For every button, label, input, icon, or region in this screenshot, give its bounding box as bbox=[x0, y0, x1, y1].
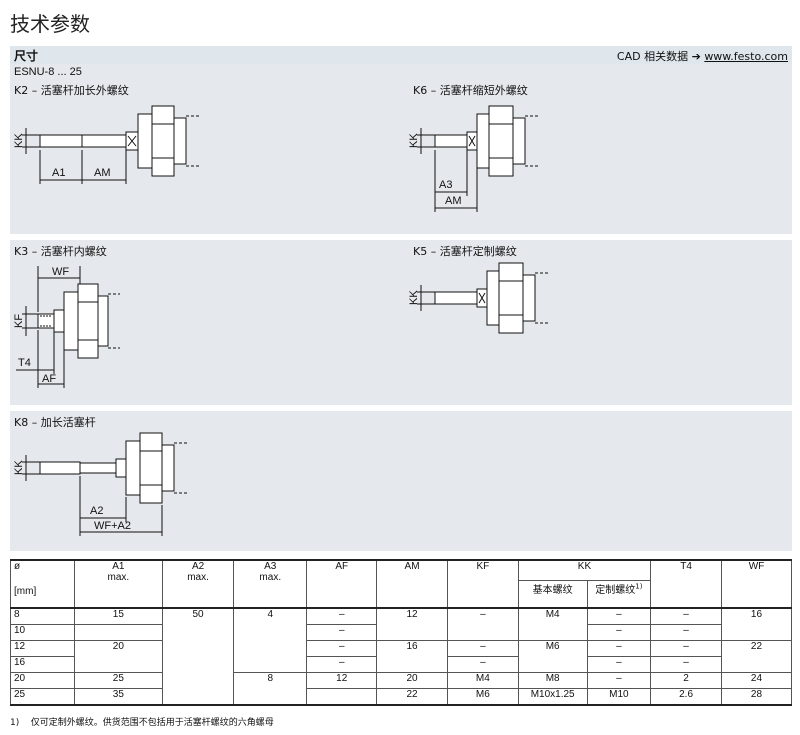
header-t4: T4 bbox=[650, 559, 722, 609]
dim-label-kk: KK bbox=[13, 133, 25, 148]
table-row: 25 35 22 M6 M10x1.25 M10 2.6 28 bbox=[10, 688, 793, 706]
dim-label-kf: KF bbox=[13, 314, 25, 328]
drawing-k2: KK A1 AM bbox=[13, 105, 200, 184]
drawing-k8: KK A2 WF+A2 bbox=[13, 432, 188, 536]
arrow-right-icon: ➔ bbox=[691, 50, 701, 63]
dim-label-am: AM bbox=[94, 167, 111, 179]
header-kk-basic: 基本螺纹 bbox=[517, 580, 588, 609]
header-am: AM bbox=[376, 559, 448, 609]
drawing-k5: KK bbox=[408, 262, 549, 334]
dim-label-am: AM bbox=[445, 195, 462, 207]
table-row: 8 15 50 4 – 12 – M4 – – 16 bbox=[10, 607, 793, 706]
header-af: AF bbox=[306, 559, 378, 609]
table-row: 10 – – – bbox=[10, 624, 792, 641]
section-title: 尺寸 bbox=[14, 49, 39, 63]
page-title: 技术参数 bbox=[10, 12, 90, 36]
variant-label-k5: K5 – 活塞杆定制螺纹 bbox=[413, 245, 517, 258]
dim-label-wf: WF bbox=[52, 266, 69, 278]
dim-label-kk: KK bbox=[13, 460, 25, 475]
drawing-k3: WF KF T4 AF bbox=[13, 266, 120, 388]
variant-label-k8: K8 – 加长活塞杆 bbox=[14, 416, 96, 429]
cad-url-link[interactable]: www.festo.com bbox=[704, 50, 788, 63]
dim-label-a2: A2 bbox=[90, 505, 103, 517]
dim-label-t4: T4 bbox=[18, 357, 31, 369]
dim-label-af: AF bbox=[42, 373, 56, 385]
section-header-bar bbox=[10, 46, 792, 64]
cad-link[interactable]: CAD 相关数据 ➔ www.festo.com bbox=[617, 48, 788, 64]
table-row: 16 – – – – bbox=[10, 656, 792, 673]
header-kk: KK bbox=[517, 559, 652, 582]
drawing-k6: KK A3 AM bbox=[408, 105, 539, 212]
header-wf: WF bbox=[720, 559, 793, 609]
dim-label-a3: A3 bbox=[439, 179, 452, 191]
dim-label-kk: KK bbox=[408, 133, 420, 148]
header-diameter: ø[mm] bbox=[10, 559, 75, 609]
dim-label-kk: KK bbox=[408, 290, 420, 305]
table-row: 12 20 – 16 – M6 – – 22 bbox=[10, 640, 793, 673]
footnote-marker: 1) bbox=[10, 718, 20, 728]
cad-label: CAD 相关数据 bbox=[616, 50, 689, 63]
variant-label-k3: K3 – 活塞杆内螺纹 bbox=[14, 245, 107, 258]
header-kk-custom: 定制螺纹1) bbox=[586, 580, 652, 609]
variant-label-k6: K6 – 活塞杆缩短外螺纹 bbox=[413, 84, 528, 97]
model-range: ESNU-8 ... 25 bbox=[14, 66, 82, 78]
footnote-text: 仅可定制外螺纹。供货范围不包括用于活塞杆螺纹的六角螺母 bbox=[30, 718, 274, 728]
cell-a2-value: 50 bbox=[161, 607, 235, 706]
variant-label-k2: K2 – 活塞杆加长外螺纹 bbox=[14, 84, 129, 97]
dim-label-a1: A1 bbox=[52, 167, 65, 179]
panel-variants-middle bbox=[10, 240, 792, 405]
footnote: 1) 仅可定制外螺纹。供货范围不包括用于活塞杆螺纹的六角螺母 bbox=[10, 715, 274, 728]
header-kf: KF bbox=[446, 559, 519, 609]
table-row: 20 25 8 12 20 M4 M8 – 2 24 bbox=[10, 672, 793, 706]
dim-label-wf-a2: WF+A2 bbox=[94, 520, 131, 532]
